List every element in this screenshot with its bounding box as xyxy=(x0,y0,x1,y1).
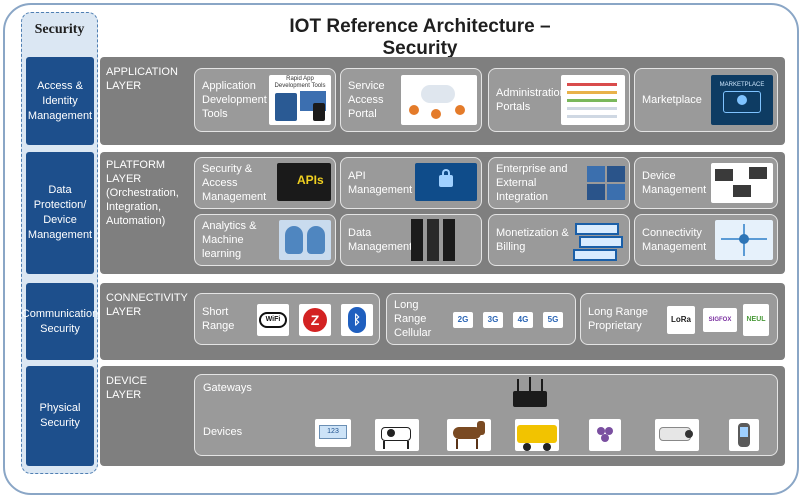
platform-layer-label: PLATFORM LAYER (Orchestration, Integrati… xyxy=(106,159,179,227)
card-marketplace-label: Marketplace xyxy=(642,94,702,106)
meter-icon: 123 xyxy=(315,419,351,447)
neul-icon: NEUL xyxy=(743,304,769,336)
card-api-management: API Management xyxy=(340,157,482,209)
card-data-management-label: Data Management xyxy=(348,227,413,253)
device-layer: DEVICE LAYER Gateways Devices 123 xyxy=(100,366,785,466)
5g-icon: 5G xyxy=(543,312,563,328)
card-marketplace: Marketplace MARKETPLACE xyxy=(634,68,778,132)
grapes-icon xyxy=(589,419,621,451)
cow-icon xyxy=(375,419,419,451)
devices-label: Devices xyxy=(203,426,243,438)
card-service-access-portal: Service Access Portal xyxy=(340,68,482,132)
lora-icon: LoRa xyxy=(667,306,695,334)
4g-icon: 4G xyxy=(513,312,533,328)
card-api-management-label: API Management xyxy=(348,170,413,196)
card-short-range: Short Range WiFi Z ᛒ xyxy=(194,293,380,345)
card-device-management-label: Device Management xyxy=(642,170,707,196)
card-long-range-proprietary-label: Long Range Proprietary xyxy=(588,306,648,332)
sigfox-icon: SIGFOX xyxy=(703,308,737,332)
card-security-access-mgmt-label: Security & Access Management xyxy=(202,163,267,203)
platform-layer: PLATFORM LAYER (Orchestration, Integrati… xyxy=(100,152,785,274)
card-devices-gateways: Gateways Devices 123 xyxy=(194,374,778,456)
server-rack-image xyxy=(411,219,459,261)
card-analytics-ml-label: Analytics & Machine learning xyxy=(202,220,257,260)
card-enterprise-integration-label: Enterprise and External Integration xyxy=(496,163,568,203)
card-long-range-cellular: Long Range Cellular 2G 3G 4G 5G xyxy=(386,293,576,345)
security-communication: Communication Security xyxy=(22,283,98,360)
api-lock-image xyxy=(415,163,477,201)
cloud-portal-image xyxy=(401,75,477,125)
marketplace-image: MARKETPLACE xyxy=(711,75,773,125)
router-icon xyxy=(513,377,547,409)
card-enterprise-integration: Enterprise and External Integration xyxy=(488,157,630,209)
card-device-management: Device Management xyxy=(634,157,778,209)
card-long-range-cellular-label: Long Range Cellular xyxy=(394,299,432,339)
school-bus-icon xyxy=(515,419,559,451)
2g-icon: 2G xyxy=(453,312,473,328)
application-layer-label: APPLICATION LAYER xyxy=(106,66,178,92)
connectivity-layer: CONNECTIVITY LAYER Short Range WiFi Z ᛒ … xyxy=(100,283,785,360)
wearable-icon xyxy=(729,419,759,451)
app-tools-caption: Rapid App Development Tools xyxy=(274,76,326,89)
diagram-title: IOT Reference Architecture – Security xyxy=(289,16,551,59)
card-connectivity-management: Connectivity Management xyxy=(634,214,778,266)
card-app-dev-tools-label: Application Development Tools xyxy=(202,80,267,120)
apis-caption: APIs xyxy=(297,173,324,187)
card-administration-portals: Administration Portals xyxy=(488,68,630,132)
card-connectivity-management-label: Connectivity Management xyxy=(642,227,707,253)
application-layer: APPLICATION LAYER Application Developmen… xyxy=(100,57,785,145)
card-analytics-ml: Analytics & Machine learning xyxy=(194,214,336,266)
puzzle-image xyxy=(587,166,627,200)
security-physical: Physical Security xyxy=(26,366,94,466)
card-long-range-proprietary: Long Range Proprietary LoRa SIGFOX NEUL xyxy=(580,293,778,345)
camera-icon xyxy=(655,419,699,451)
connectivity-layer-label: CONNECTIVITY LAYER xyxy=(106,292,188,318)
card-administration-portals-label: Administration Portals xyxy=(496,87,566,113)
device-mgmt-image xyxy=(711,163,773,203)
card-data-management: Data Management xyxy=(340,214,482,266)
zigbee-icon: Z xyxy=(299,304,331,336)
security-heading: Security xyxy=(34,22,85,37)
admin-portal-image xyxy=(561,75,625,125)
security-data-protection: Data Protection/ Device Management xyxy=(26,152,94,274)
gateways-label: Gateways xyxy=(203,382,252,394)
wifi-icon: WiFi xyxy=(257,304,289,336)
device-layer-label: DEVICE LAYER xyxy=(106,375,147,401)
card-service-access-portal-label: Service Access Portal xyxy=(348,80,385,120)
horse-icon xyxy=(447,419,491,451)
security-access-identity: Access & Identity Management xyxy=(26,57,94,145)
bluetooth-icon: ᛒ xyxy=(341,304,373,336)
money-image xyxy=(569,219,627,263)
card-app-dev-tools: Application Development Tools Rapid App … xyxy=(194,68,336,132)
card-monetization-billing: Monetization & Billing xyxy=(488,214,630,266)
brain-image xyxy=(279,220,331,260)
card-short-range-label: Short Range xyxy=(202,306,235,332)
app-tools-image: Rapid App Development Tools xyxy=(269,75,331,125)
card-security-access-mgmt: Security & Access Management APIs xyxy=(194,157,336,209)
marketplace-caption: MARKETPLACE xyxy=(719,82,765,88)
3g-icon: 3G xyxy=(483,312,503,328)
network-image xyxy=(715,220,773,260)
card-monetization-billing-label: Monetization & Billing xyxy=(496,227,569,253)
apis-image: APIs xyxy=(277,163,331,201)
